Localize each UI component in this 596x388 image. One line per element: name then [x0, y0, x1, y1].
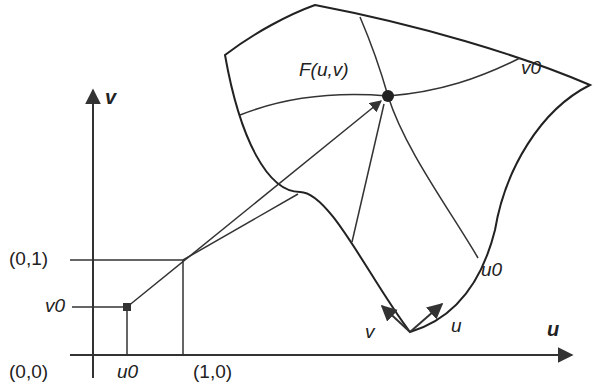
tangent-v: [382, 306, 410, 332]
tangent-u: [410, 304, 442, 332]
u0-curve: [360, 17, 478, 258]
v0-curve: [240, 58, 520, 115]
axis-label: u: [546, 318, 560, 340]
mapping-arrow: [127, 101, 381, 307]
surface: [225, 5, 590, 332]
axis-label: v: [104, 86, 117, 108]
guide: [126, 307, 128, 355]
surface-line: [352, 104, 384, 242]
curve-label: u0: [480, 260, 503, 281]
point-label: F(u,v): [298, 60, 350, 81]
guide: [72, 306, 127, 308]
parameter-label: v0: [44, 296, 66, 317]
tangent-label: u: [450, 316, 463, 337]
curve-label: v0: [520, 58, 542, 79]
surface-point: [382, 90, 394, 102]
tick: [70, 259, 93, 261]
coordinate-label: (0,0): [8, 362, 49, 383]
coordinate-label: (1,0): [192, 362, 233, 383]
tangent-label: v: [364, 322, 376, 343]
parameter-label: u0: [116, 362, 139, 383]
coordinate-label: (0,1): [8, 249, 49, 270]
mapping-line: [183, 194, 298, 260]
